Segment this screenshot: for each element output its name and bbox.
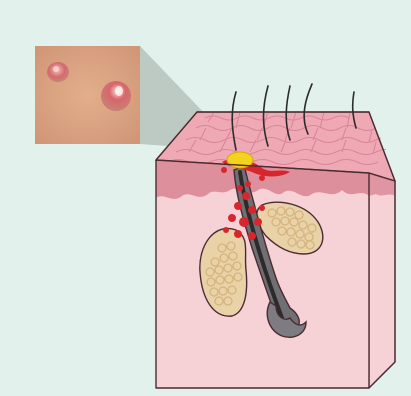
pimple-small [47,62,69,82]
pimple-large [101,81,131,111]
block-side-face [369,173,395,388]
pimple-photo-inset [35,46,140,144]
